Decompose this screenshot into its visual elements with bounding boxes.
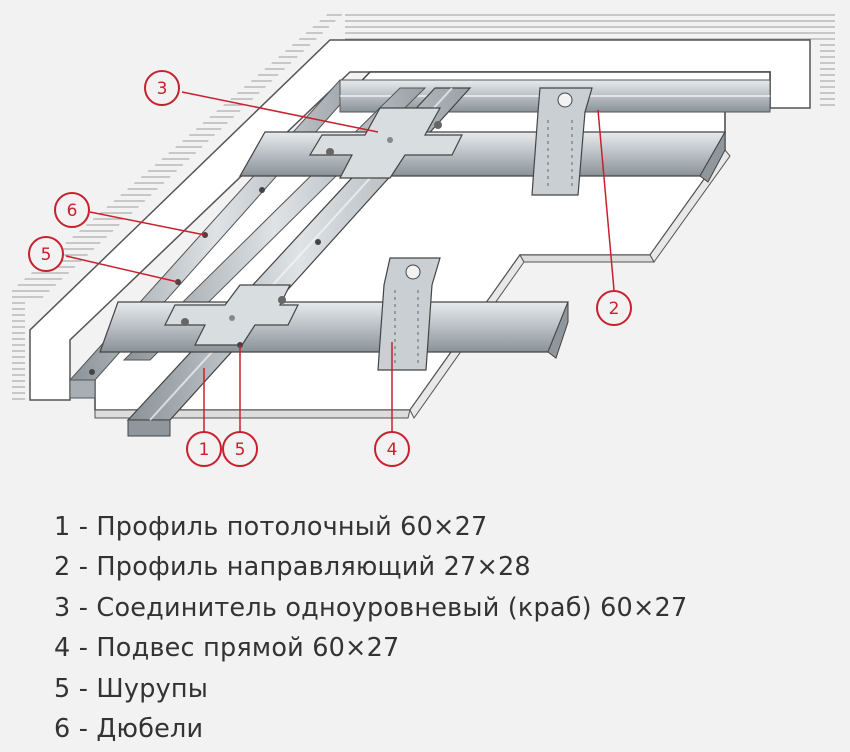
leader-5-left	[65, 255, 179, 283]
callout-5-left: 5	[28, 236, 64, 272]
cross-profile-upper	[238, 130, 727, 183]
legend-item-4: 4 - Подвес прямой 60×27	[54, 633, 400, 664]
ceiling-frame-diagram: 1 2 3 4 5 5 6	[12, 10, 835, 467]
legend-item-3: 3 - Соединитель одноуровневый (краб) 60×…	[54, 592, 688, 623]
callout-4-label: 4	[387, 440, 398, 460]
callout-5-left-label: 5	[41, 245, 52, 265]
leader-6	[89, 211, 206, 236]
parts-legend: 1 - Профиль потолочный 60×27 2 - Профиль…	[54, 507, 687, 749]
legend-item-6: 6 - Дюбели	[54, 714, 204, 745]
direct-hanger-lower	[377, 257, 441, 371]
callout-3-label: 3	[157, 79, 168, 99]
callout-2: 2	[596, 290, 632, 326]
leader-3	[181, 91, 379, 133]
slab-hatching	[12, 10, 835, 400]
crab-connector-upper	[308, 107, 463, 179]
callout-2-label: 2	[609, 299, 620, 319]
callout-4: 4	[374, 431, 410, 467]
legend-item-2: 2 - Профиль направляющий 27×28	[54, 552, 531, 583]
callout-leaders	[65, 91, 615, 432]
callout-6-label: 6	[67, 201, 78, 221]
callout-1-label: 1	[199, 440, 210, 460]
screws-and-dowels	[89, 187, 321, 375]
callout-6: 6	[54, 192, 90, 228]
callout-3: 3	[144, 70, 180, 106]
callout-1: 1	[186, 431, 222, 467]
legend-item-1: 1 - Профиль потолочный 60×27	[54, 512, 488, 542]
callout-5-bottom-label: 5	[235, 440, 246, 460]
leader-2	[597, 109, 615, 291]
slab-outline	[29, 39, 811, 401]
legend-item-5: 5 - Шурупы	[54, 673, 209, 704]
callout-5-bottom: 5	[222, 431, 258, 467]
direct-hanger-upper	[531, 87, 593, 196]
cross-profile-lower	[99, 301, 569, 359]
